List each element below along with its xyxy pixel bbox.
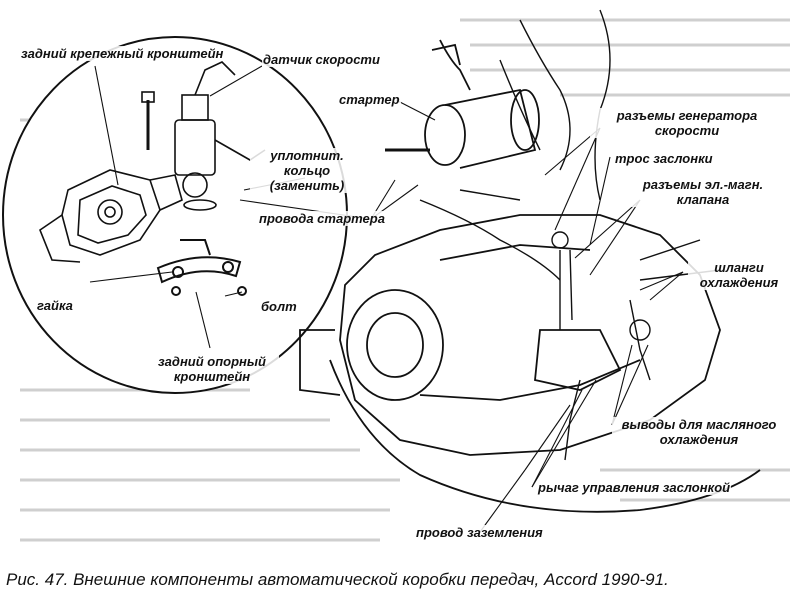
label-oil-cooling-outlets: выводы для масляного охлаждения (612, 417, 786, 447)
label-speed-sensor: датчик скорости (262, 52, 381, 67)
label-speed-generator-connectors: разъемы генератора скорости (590, 108, 784, 138)
starter-drawing (385, 39, 540, 169)
label-nut: гайка (36, 298, 74, 313)
label-rear-mount-bracket: задний крепежный кронштейн (20, 46, 225, 61)
label-ground-wire: провод заземления (415, 525, 544, 540)
wiring-drawing (419, 9, 721, 461)
label-throttle-lever: рычаг управления заслонкой (537, 480, 732, 495)
leader-lines (89, 65, 684, 533)
speed-sensor-drawing (141, 61, 266, 211)
label-starter: стартер (338, 92, 401, 107)
label-throttle-cable: трос заслонки (614, 151, 714, 166)
label-solenoid-connectors: разъемы эл.-магн. клапана (628, 177, 778, 207)
label-starter-wires: провода стартера (258, 211, 386, 226)
label-bolt: болт (260, 299, 298, 314)
label-seal-ring: уплотнит. кольцо (заменить) (250, 148, 364, 193)
rear-mount-bracket-drawing (39, 169, 183, 263)
figure-caption: Рис. 47. Внешние компоненты автоматическ… (6, 570, 669, 589)
label-rear-support-bracket: задний опорный кронштейн (145, 354, 279, 384)
transmission-housing-drawing (299, 214, 761, 513)
rear-support-bracket-drawing (156, 239, 247, 296)
label-cooling-hoses: шланги охлаждения (688, 260, 790, 290)
